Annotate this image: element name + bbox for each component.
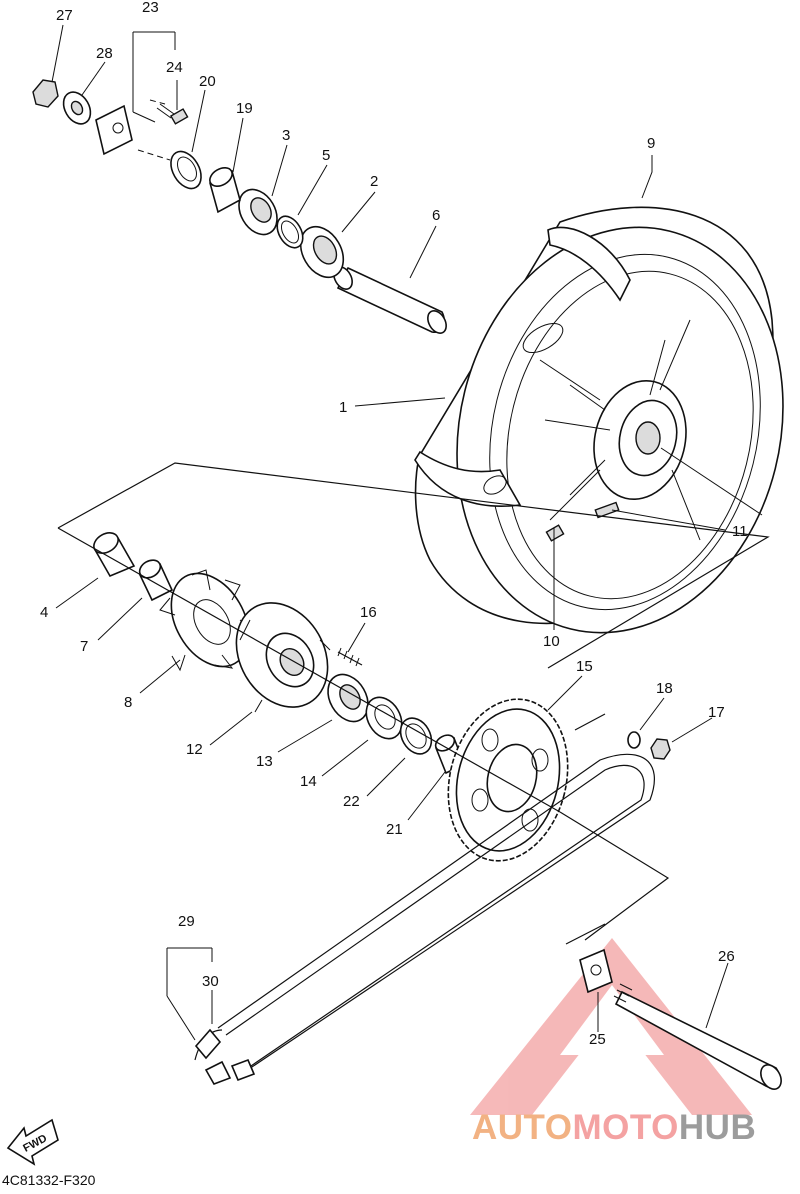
chain-puller-23 [95, 104, 133, 156]
watermark-moto: MOTO [572, 1108, 679, 1147]
label-18: 18 [656, 680, 673, 697]
label-4: 4 [40, 604, 48, 621]
washer-28 [62, 91, 92, 125]
label-22: 22 [343, 793, 360, 810]
label-29: 29 [178, 913, 195, 930]
bearing-3 [238, 188, 278, 236]
bearing-4 [92, 532, 136, 578]
collar-7 [138, 559, 174, 602]
washer-18 [627, 731, 641, 749]
label-12: 12 [186, 741, 203, 758]
label-9: 9 [647, 135, 655, 152]
label-15: 15 [576, 658, 593, 675]
label-6: 6 [432, 207, 440, 224]
fwd-arrow-icon: FWD [6, 1118, 59, 1166]
drawing-code: 4C81332-F320 [2, 1172, 96, 1188]
label-27: 27 [56, 7, 73, 24]
label-24: 24 [166, 59, 183, 76]
label-16: 16 [360, 604, 377, 621]
watermark-logo-icon [470, 938, 752, 1115]
label-23: 23 [142, 0, 159, 16]
label-11: 11 [732, 523, 748, 540]
collar-19 [209, 167, 241, 214]
circlip-22 [399, 717, 433, 755]
label-28: 28 [96, 45, 113, 62]
chain-puller-25 [579, 948, 613, 994]
nut-17 [650, 738, 671, 760]
label-7: 7 [80, 638, 88, 655]
label-8: 8 [124, 694, 132, 711]
label-5: 5 [322, 147, 330, 164]
rear-sprocket [447, 698, 569, 862]
nut-27 [32, 79, 59, 108]
wheel-collar-tube [333, 266, 447, 334]
label-10: 10 [543, 633, 560, 650]
label-21: 21 [386, 821, 403, 838]
label-17: 17 [708, 704, 725, 721]
label-20: 20 [199, 73, 216, 90]
assembly-outline [57, 99, 770, 945]
bolt-24 [156, 103, 189, 125]
watermark-auto: AUTO [472, 1108, 573, 1147]
label-30: 30 [202, 973, 219, 990]
watermark-text: AUTOMOTOHUB [472, 1108, 756, 1148]
stud-bolt-16 [337, 647, 363, 667]
circlip-5 [276, 215, 304, 249]
part-number-labels: 27 23 28 24 20 19 3 5 2 6 9 1 11 10 4 7 … [40, 0, 748, 1048]
label-1: 1 [339, 399, 347, 416]
oil-seal-20 [170, 150, 202, 190]
label-13: 13 [256, 753, 273, 770]
drive-chain [194, 753, 655, 1085]
rear-axle [613, 983, 782, 1090]
label-3: 3 [282, 127, 290, 144]
label-26: 26 [718, 948, 735, 965]
leader-lines [51, 24, 763, 1041]
bearing-2 [299, 225, 345, 279]
label-25: 25 [589, 1031, 606, 1048]
label-2: 2 [370, 173, 378, 190]
label-19: 19 [236, 100, 253, 117]
rear-wheel [414, 206, 784, 634]
label-14: 14 [300, 773, 317, 790]
watermark-hub: HUB [678, 1108, 757, 1147]
